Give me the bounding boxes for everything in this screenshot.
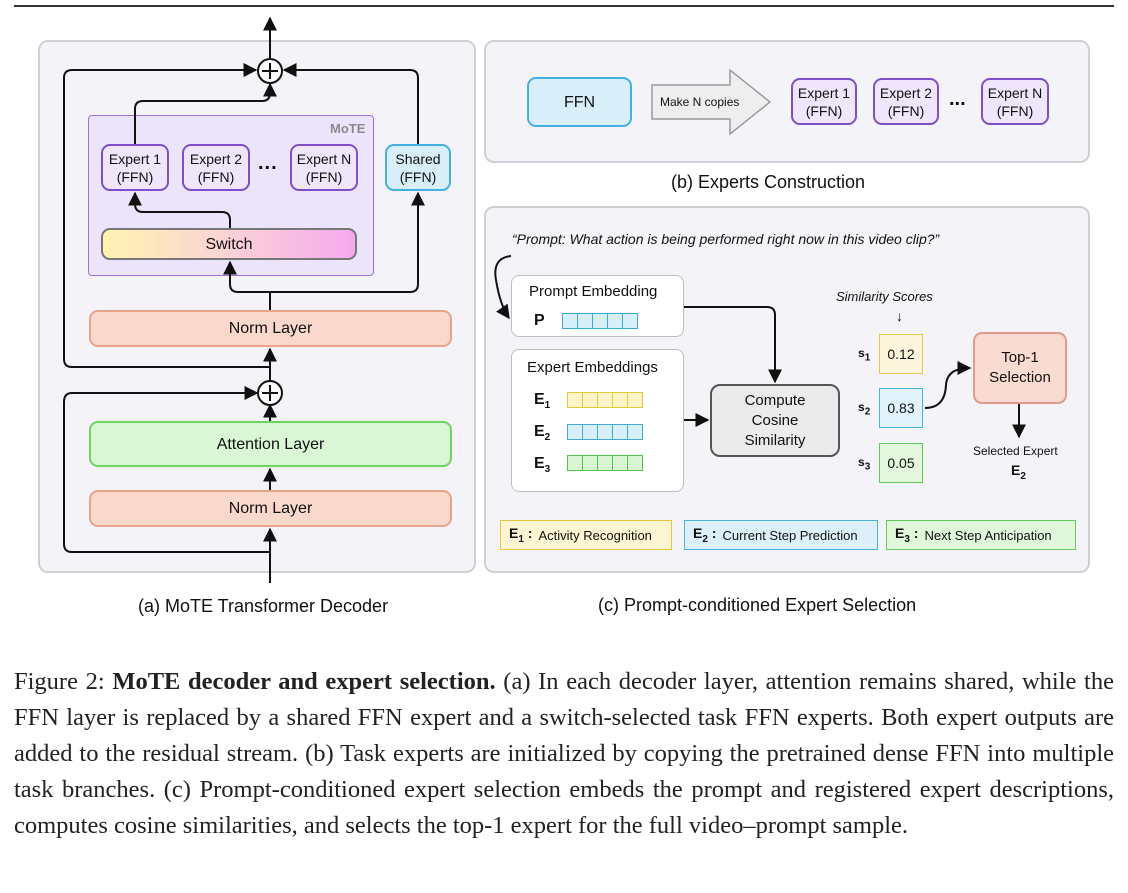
construct-expert-1-name: Expert 1 (797, 84, 851, 101)
attention-layer: Attention Layer (89, 421, 452, 467)
construct-expert-1-type: (FFN) (805, 102, 843, 119)
construct-expert-2-type: (FFN) (887, 102, 925, 119)
expert-1-box: Expert 1 (FFN) (101, 144, 169, 191)
ffn-box: FFN (527, 77, 632, 127)
construct-expert-n-name: Expert N (987, 84, 1043, 101)
score-2-box: 0.83 (879, 388, 923, 428)
legend-e1-letter: E (509, 525, 519, 542)
score-3-sub: 3 (864, 461, 871, 473)
legend-e1-text: Activity Recognition (538, 527, 652, 543)
shared-ffn-name: Shared (395, 150, 441, 167)
switch-box: Switch (101, 228, 357, 260)
selected-expert-sub: 2 (1020, 470, 1026, 482)
embedding-e2-letter: E (534, 423, 545, 440)
score-1-box: 0.12 (879, 334, 923, 374)
expert-1-type: (FFN) (116, 168, 154, 185)
embedding-e1-letter: E (534, 391, 545, 408)
legend-e2-sub: 2 (702, 533, 708, 545)
construct-expert-1: Expert 1 (FFN) (791, 78, 857, 125)
embedding-e2-sub: 2 (544, 432, 551, 444)
make-copies-label-overlay: Make N copies (660, 95, 740, 109)
score-2-sub: 2 (864, 406, 871, 418)
legend-e2: E2 : Current Step Prediction (684, 520, 878, 550)
selected-expert-symbol: E2 (1011, 462, 1026, 482)
legend-e3-sub: 3 (904, 533, 910, 545)
expert-1-name: Expert 1 (108, 150, 162, 167)
embedding-e1-symbol: E1 (534, 391, 550, 411)
embedding-e2-vector (567, 424, 643, 440)
score-1-label: s1 (858, 346, 870, 363)
prompt-symbol: P (534, 312, 545, 329)
selected-expert-letter: E (1011, 462, 1021, 478)
score-3-label: s3 (858, 455, 870, 472)
selected-expert-label: Selected Expert (973, 444, 1058, 458)
legend-e2-text: Current Step Prediction (722, 527, 858, 543)
figure-caption-body: (a) In each decoder layer, attention rem… (14, 668, 1114, 839)
top1-selection-box: Top-1 Selection (973, 332, 1067, 404)
score-2-letter: s (858, 400, 865, 414)
expert-2-type: (FFN) (197, 168, 235, 185)
score-3-letter: s (858, 455, 865, 469)
legend-e1: E1 : Activity Recognition (500, 520, 672, 550)
figure-caption-prefix: Figure 2: (14, 668, 113, 695)
experts-ellipsis: ... (258, 152, 278, 174)
legend-e3-letter: E (895, 525, 905, 542)
top-rule (14, 5, 1114, 7)
expert-2-name: Expert 2 (189, 150, 243, 167)
score-1-sub: 1 (864, 352, 871, 364)
expert-n-name: Expert N (296, 150, 352, 167)
legend-e2-letter: E (693, 525, 703, 542)
norm-layer-bottom: Norm Layer (89, 490, 452, 527)
similarity-down-arrow: ↓ (896, 308, 903, 324)
construct-expert-2: Expert 2 (FFN) (873, 78, 939, 125)
prompt-vector (562, 313, 638, 329)
embedding-e3-sub: 3 (544, 464, 551, 476)
embedding-e1-vector (567, 392, 643, 408)
panel-b-caption: (b) Experts Construction (671, 172, 866, 192)
construct-expert-n-type: (FFN) (996, 102, 1034, 119)
score-1-letter: s (858, 346, 865, 360)
expert-2-box: Expert 2 (FFN) (182, 144, 250, 191)
score-2-label: s2 (858, 400, 870, 417)
prompt-embedding-title: Prompt Embedding (529, 283, 658, 300)
expert-n-box: Expert N (FFN) (290, 144, 358, 191)
embedding-e3-letter: E (534, 455, 545, 472)
legend-e1-sub: 1 (518, 533, 524, 545)
legend-e3: E3 : Next Step Anticipation (886, 520, 1076, 550)
construct-expert-2-name: Expert 2 (879, 84, 933, 101)
prompt-text: “Prompt: What action is being performed … (512, 231, 940, 247)
construct-expert-n: Expert N (FFN) (981, 78, 1049, 125)
embedding-e3-vector (567, 455, 643, 471)
legend-e3-text: Next Step Anticipation (924, 527, 1052, 543)
expert-n-type: (FFN) (305, 168, 343, 185)
similarity-title: Similarity Scores (836, 289, 933, 304)
mote-label: MoTE (330, 121, 366, 136)
figure-caption: Figure 2: MoTE decoder and expert select… (14, 664, 1114, 844)
norm-layer-top: Norm Layer (89, 310, 452, 347)
figure-caption-title: MoTE decoder and expert selection. (112, 668, 496, 695)
panel-a-caption: (a) MoTE Transformer Decoder (138, 596, 389, 616)
compute-cosine-box: Compute Cosine Similarity (710, 384, 840, 457)
score-3-box: 0.05 (879, 443, 923, 483)
embedding-e3-symbol: E3 (534, 455, 550, 475)
shared-ffn-box: Shared (FFN) (385, 144, 451, 191)
expert-embeddings-title: Expert Embeddings (527, 359, 658, 376)
panel-c-caption: (c) Prompt-conditioned Expert Selection (598, 595, 917, 615)
construct-ellipsis: ... (949, 88, 966, 110)
embedding-e2-symbol: E2 (534, 423, 550, 443)
shared-ffn-type: (FFN) (399, 168, 437, 185)
embedding-e1-sub: 1 (544, 400, 551, 412)
